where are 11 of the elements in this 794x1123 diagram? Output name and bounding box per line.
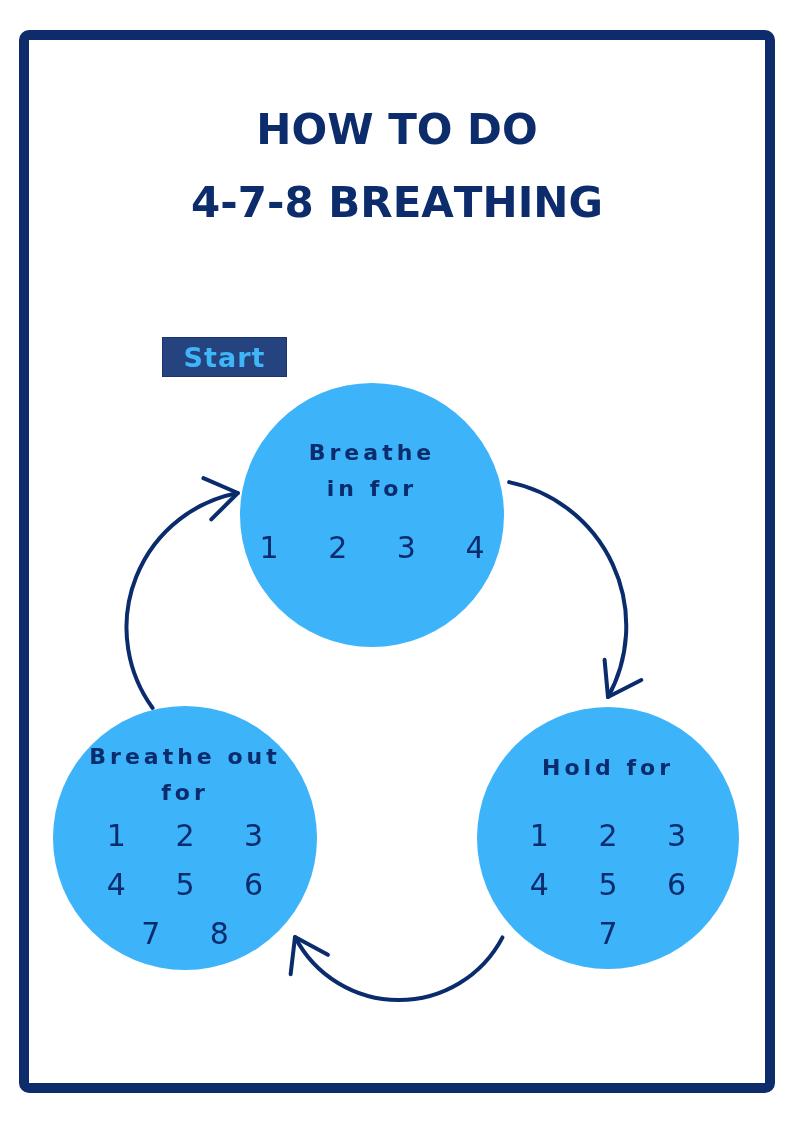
curved-arrow xyxy=(507,480,643,699)
title: HOW TO DO 4-7-8 BREATHING xyxy=(190,104,604,229)
count-numbers: 1 2 3 4 5 6 7 8 xyxy=(105,817,265,953)
count-numbers: 1 2 3 4 5 6 7 xyxy=(528,817,688,953)
curved-arrow xyxy=(124,478,240,710)
start-tag: Start xyxy=(162,337,287,377)
step-heading: Breathe out for xyxy=(88,743,282,807)
count-numbers: 1 2 3 4 xyxy=(258,529,486,567)
step-heading: Hold for xyxy=(541,754,675,782)
curved-arrow xyxy=(291,935,505,1002)
step-heading: Breathe in for xyxy=(307,439,437,503)
